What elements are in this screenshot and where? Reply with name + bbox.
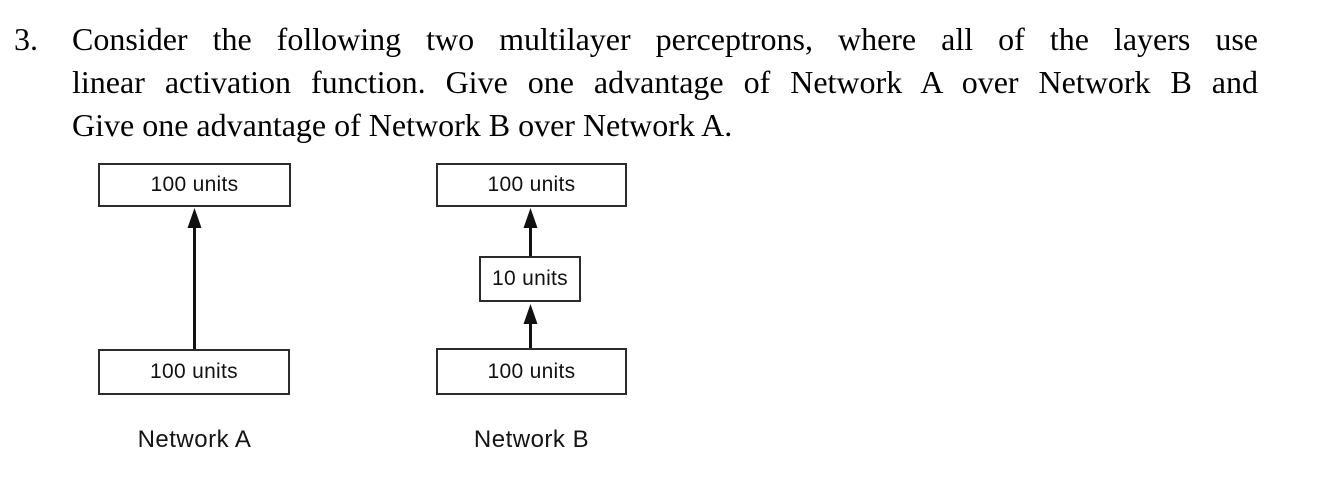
network-b-middle-layer-label: 10 units	[492, 267, 568, 290]
network-b-bottom-layer-box: 100 units	[436, 348, 627, 395]
question-line-2: linear activation function. Give one adv…	[72, 64, 1258, 100]
network-b-caption: Network B	[473, 426, 590, 453]
network-a-top-layer-box: 100 units	[98, 163, 291, 207]
question-number: 3.	[14, 21, 38, 57]
question-line-1: Consider the following two multilayer pe…	[72, 21, 1258, 57]
network-b-lower-arrow-up-icon	[523, 304, 538, 348]
network-b-middle-layer-box: 10 units	[479, 256, 581, 302]
network-a-arrow-up-icon	[187, 208, 202, 349]
network-a-bottom-layer-label: 100 units	[150, 360, 238, 383]
network-b-upper-arrow-up-icon	[523, 208, 538, 256]
network-b-top-layer-box: 100 units	[436, 163, 627, 207]
network-b-top-layer-label: 100 units	[487, 173, 576, 196]
network-b-bottom-layer-label: 100 units	[487, 359, 576, 383]
network-a-caption: Network A	[137, 426, 252, 453]
question-line-3: Give one advantage of Network B over Net…	[72, 107, 733, 143]
network-a-bottom-layer-box: 100 units	[98, 349, 290, 395]
question-text: Consider the following two multilayer pe…	[72, 18, 1258, 147]
network-a-top-layer-label: 100 units	[150, 173, 239, 196]
